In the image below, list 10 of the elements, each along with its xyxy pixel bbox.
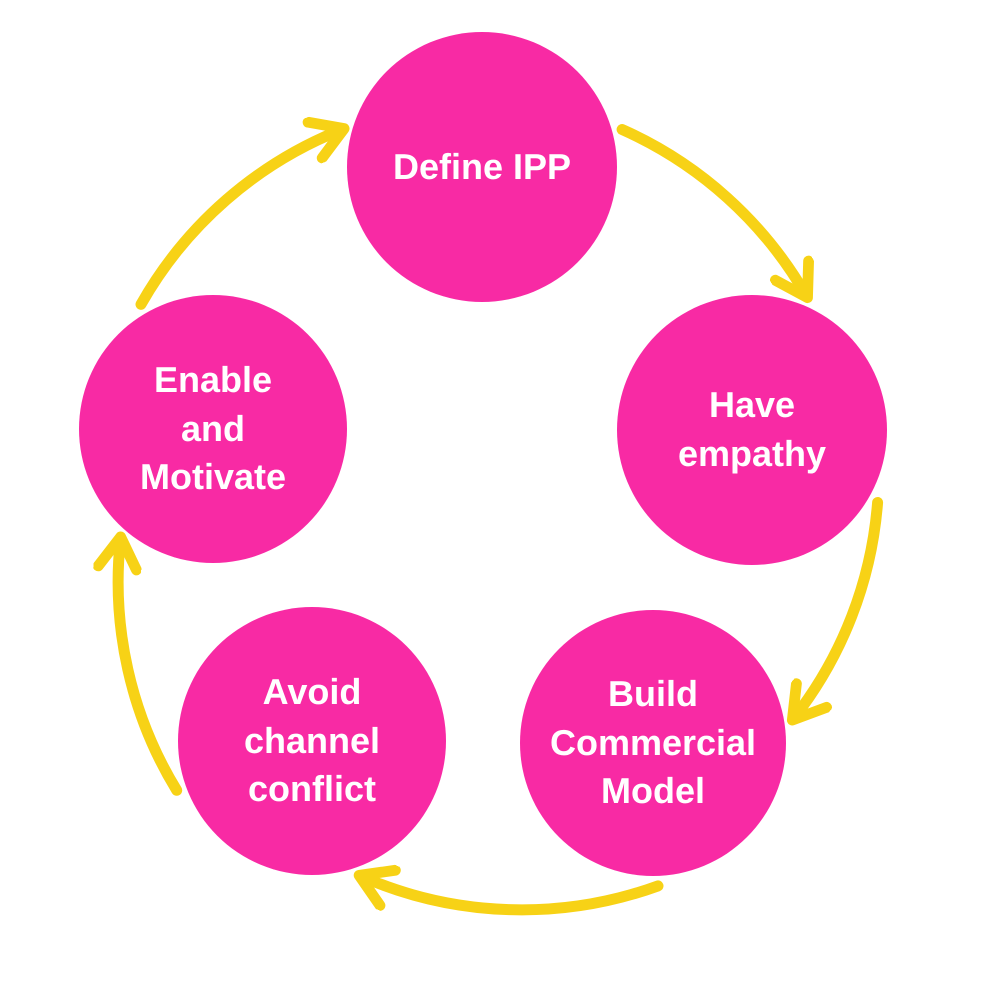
step-label: Enable and Motivate [138,358,288,500]
curved-arrow [136,118,350,310]
curved-arrow [787,497,884,726]
step-label: Build Commercial Model [548,672,758,814]
curved-arrow [94,532,182,796]
step-label: Have empathy [676,383,828,476]
curved-arrow [354,862,664,916]
curved-arrow [616,124,814,303]
step-label: Define IPP [392,144,572,189]
step-label: Avoid channel conflict [242,670,382,812]
